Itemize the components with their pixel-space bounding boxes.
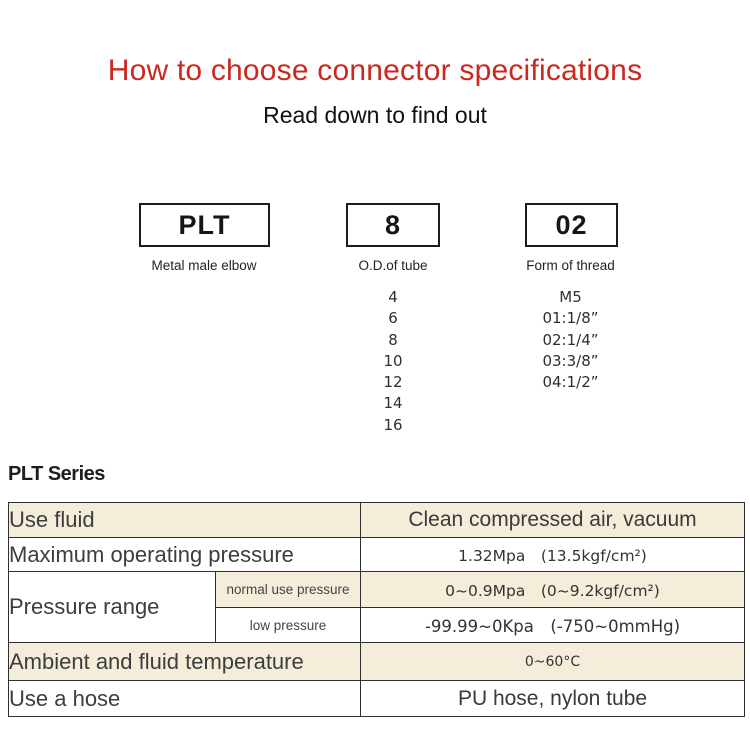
tube-size-option: 4 xyxy=(388,288,398,306)
spec-value-hose: PU hose, nylon tube xyxy=(360,680,745,717)
thread-form-option: 01:1/8” xyxy=(542,309,599,328)
spec-sublabel-low-pressure: low pressure xyxy=(215,607,361,643)
code-series-value: PLT xyxy=(178,209,231,240)
spec-label-ambient-temp: Ambient and fluid temperature xyxy=(8,642,361,681)
caption-series-meaning: Metal male elbow xyxy=(151,258,257,273)
tube-size-option: 14 xyxy=(383,394,403,413)
spec-value-normal-pressure: 0~0.9Mpa (0~9.2kgf/cm²) xyxy=(360,571,745,608)
series-heading: PLT Series xyxy=(8,463,105,485)
thread-form-option: M5 xyxy=(559,288,582,306)
code-tube-size-value: 8 xyxy=(384,209,402,240)
spec-value-max-pressure: 1.32Mpa (13.5kgf/cm²) xyxy=(360,537,745,572)
spec-row-pressure-low: low pressure -99.99~0Kpa (-750~0mmHg) xyxy=(9,607,745,643)
thread-form-option: 04:1/2” xyxy=(542,373,599,392)
spec-label-pressure-range: Pressure range xyxy=(8,571,216,643)
spec-row-use-fluid: Use fluid Clean compressed air, vacuum xyxy=(8,502,745,538)
tube-size-option: 6 xyxy=(388,309,398,328)
code-box-thread: 02 xyxy=(525,203,618,247)
spec-row-hose: Use a hose PU hose, nylon tube xyxy=(8,680,745,717)
thread-form-option: 02:1/4” xyxy=(542,330,599,349)
spec-value-use-fluid: Clean compressed air, vacuum xyxy=(360,502,745,538)
tube-size-option: 8 xyxy=(388,330,398,349)
tube-size-option: 16 xyxy=(383,415,403,434)
tube-size-options-list: 4 6 8 10 12 14 16 xyxy=(346,287,440,436)
caption-thread-meaning: Form of thread xyxy=(526,258,615,273)
spec-row-ambient-temp: Ambient and fluid temperature 0~60°C xyxy=(8,642,745,681)
spec-sublabel-normal-pressure: normal use pressure xyxy=(215,571,361,608)
spec-row-max-pressure: Maximum operating pressure 1.32Mpa (13.5… xyxy=(8,537,745,572)
page-subtitle: Read down to find out xyxy=(263,102,487,128)
thread-form-options-list: M5 01:1/8” 02:1/4” 03:3/8” 04:1/2” xyxy=(505,287,636,393)
tube-size-option: 10 xyxy=(383,351,403,370)
spec-label-use-fluid: Use fluid xyxy=(8,502,361,538)
thread-form-option: 03:3/8” xyxy=(542,351,599,370)
code-box-series: PLT xyxy=(139,203,270,247)
spec-value-ambient-temp: 0~60°C xyxy=(360,642,745,681)
spec-label-max-pressure: Maximum operating pressure xyxy=(8,537,361,572)
code-thread-value: 02 xyxy=(555,209,588,240)
code-box-tube-size: 8 xyxy=(346,203,440,247)
tube-size-option: 12 xyxy=(383,373,403,392)
spec-row-pressure-normal: Pressure range normal use pressure 0~0.9… xyxy=(8,571,745,643)
spec-table: Use fluid Clean compressed air, vacuum M… xyxy=(8,502,745,717)
spec-label-hose: Use a hose xyxy=(8,680,361,717)
page-title: How to choose connector specifications xyxy=(107,54,643,87)
caption-tube-size-meaning: O.D.of tube xyxy=(358,258,428,273)
spec-value-low-pressure: -99.99~0Kpa (-750~0mmHg) xyxy=(360,607,745,643)
